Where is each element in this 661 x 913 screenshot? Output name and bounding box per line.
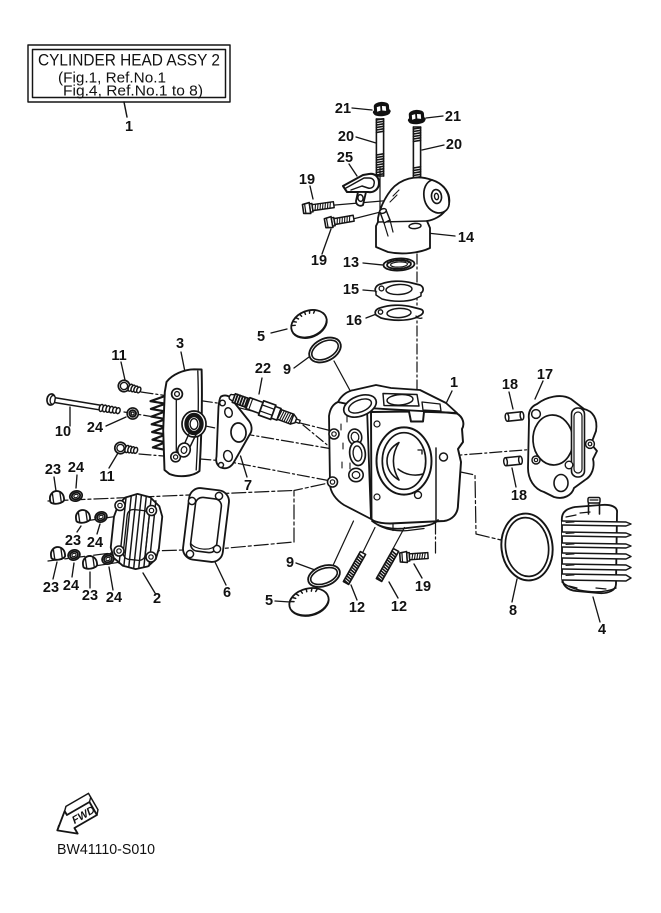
svg-text:13: 13	[343, 255, 359, 271]
svg-text:24: 24	[87, 535, 103, 551]
svg-text:23: 23	[45, 462, 61, 478]
svg-text:14: 14	[458, 230, 474, 246]
svg-text:CYLINDER HEAD ASSY 2: CYLINDER HEAD ASSY 2	[38, 52, 220, 70]
svg-text:9: 9	[286, 555, 294, 571]
svg-text:19: 19	[415, 579, 431, 595]
svg-text:Fig.4, Ref.No.1 to 8): Fig.4, Ref.No.1 to 8)	[63, 84, 203, 100]
svg-text:21: 21	[335, 101, 351, 117]
svg-text:24: 24	[106, 590, 122, 606]
svg-text:24: 24	[68, 460, 84, 476]
svg-text:23: 23	[65, 533, 81, 549]
svg-text:1: 1	[450, 375, 458, 391]
svg-text:1: 1	[125, 119, 133, 135]
svg-text:18: 18	[511, 488, 527, 504]
svg-text:19: 19	[299, 172, 315, 188]
svg-text:11: 11	[99, 469, 114, 485]
svg-text:5: 5	[265, 593, 273, 609]
svg-text:12: 12	[349, 600, 365, 616]
svg-text:10: 10	[55, 424, 71, 440]
svg-text:(Fig.1, Ref.No.1: (Fig.1, Ref.No.1	[58, 71, 166, 87]
svg-text:12: 12	[391, 599, 407, 615]
svg-text:3: 3	[176, 336, 184, 352]
svg-text:21: 21	[445, 109, 461, 125]
svg-text:11: 11	[111, 348, 126, 364]
svg-text:24: 24	[87, 420, 103, 436]
svg-text:23: 23	[82, 588, 98, 604]
svg-text:18: 18	[502, 377, 518, 393]
svg-text:20: 20	[338, 129, 354, 145]
svg-text:BW41110-S010: BW41110-S010	[57, 841, 155, 858]
svg-text:22: 22	[255, 361, 271, 377]
svg-text:16: 16	[346, 313, 362, 329]
svg-text:9: 9	[283, 362, 291, 378]
svg-text:8: 8	[509, 603, 517, 619]
svg-text:7: 7	[244, 478, 252, 494]
svg-text:4: 4	[598, 622, 606, 638]
svg-text:17: 17	[537, 367, 553, 383]
svg-text:25: 25	[337, 150, 353, 166]
svg-text:19: 19	[311, 253, 327, 269]
svg-text:24: 24	[63, 578, 79, 594]
svg-text:6: 6	[223, 585, 231, 601]
svg-text:15: 15	[343, 282, 359, 298]
svg-text:2: 2	[153, 591, 161, 607]
svg-text:20: 20	[446, 137, 462, 153]
svg-text:5: 5	[257, 329, 265, 345]
svg-text:23: 23	[43, 580, 59, 596]
